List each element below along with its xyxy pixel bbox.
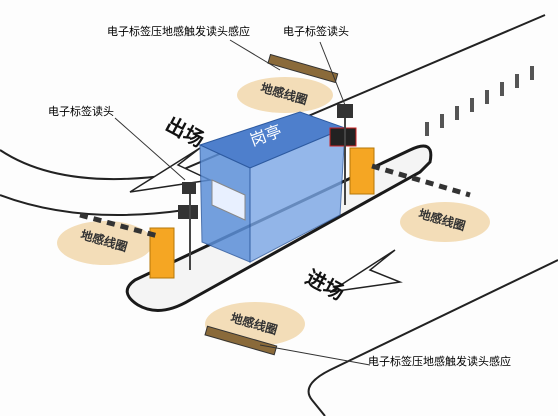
barrier-arm-right [371,163,471,198]
leader-sensor-bottom [259,344,371,366]
reader-left-panel [178,205,198,219]
road-edge-bottom [307,259,558,416]
reader-top [337,104,353,118]
callout-reader-top: 电子标签读头 [283,25,349,38]
leader-reader-top [319,41,346,106]
gate-post-right [349,147,375,195]
leader-sensor-top [229,39,281,71]
sensor-strip-bottom [204,325,278,356]
callout-reader-left: 电子标签读头 [48,105,114,118]
callout-sensor-top: 电子标签压地感触发读头感应 [107,25,250,38]
booth-window [211,179,246,221]
leader-reader-left [114,117,186,181]
callout-sensor-bottom: 电子标签压地感触发读头感应 [368,355,511,368]
loop-pad-top [237,77,333,113]
loop-pad-right [400,202,490,242]
loop-pad-left [57,221,153,265]
bollard-row [425,66,534,136]
reader-left [182,182,196,194]
entry-arrow [329,249,403,293]
exit-arrow [129,147,213,193]
display-board [329,127,357,147]
sensor-strip-top [267,53,339,84]
road-edge-left [0,194,186,216]
booth-side [249,127,346,263]
